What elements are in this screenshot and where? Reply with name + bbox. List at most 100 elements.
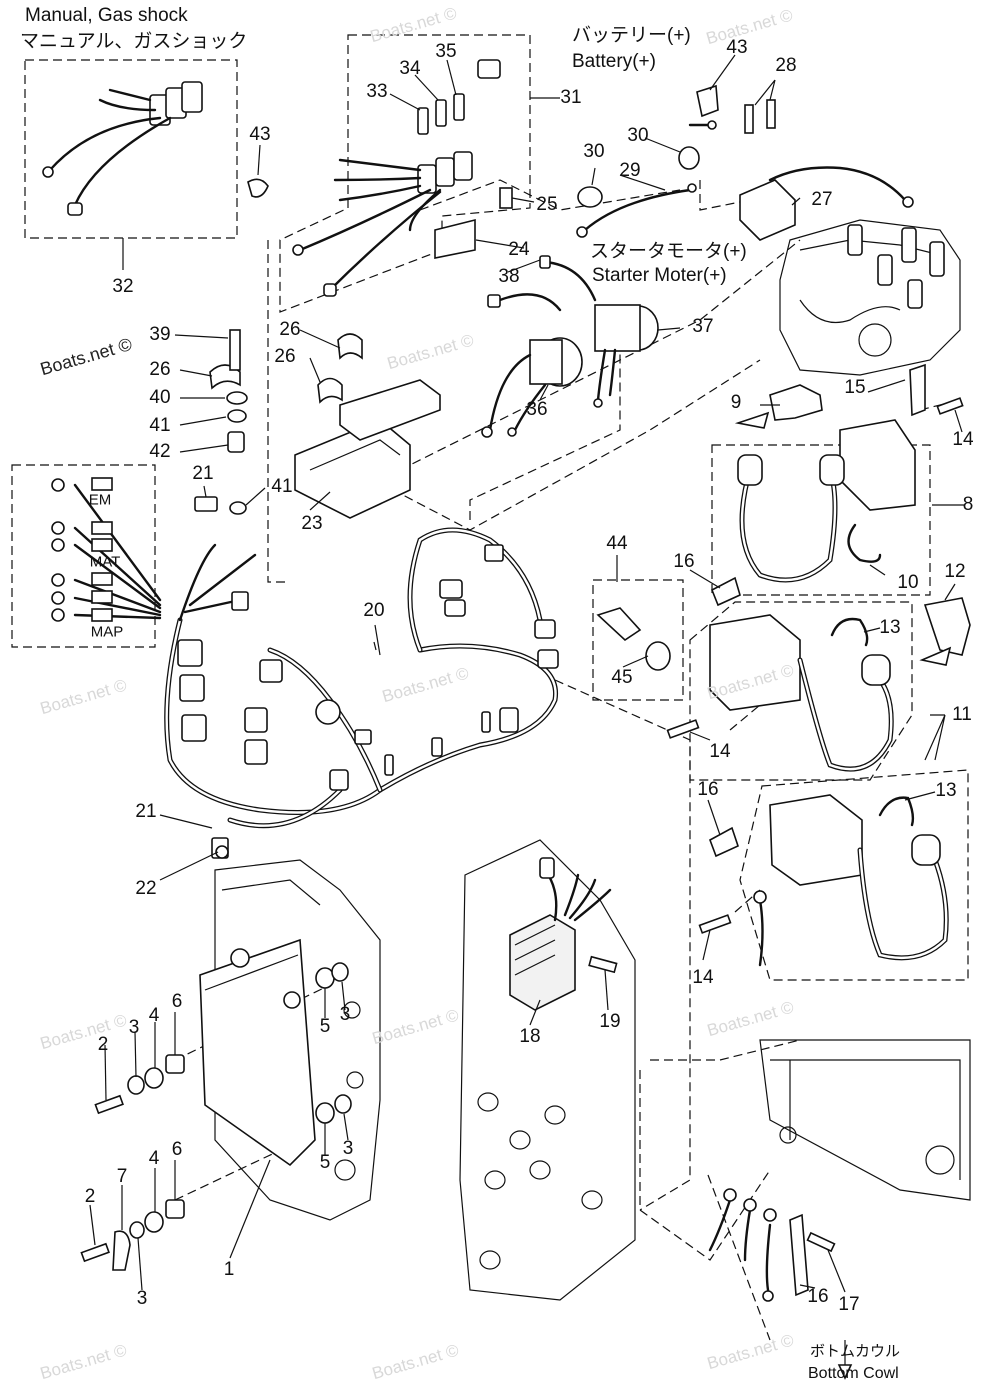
caption-manual-gas-shock-en: Manual, Gas shock xyxy=(25,5,188,26)
part-label-43-right: 43 xyxy=(726,37,748,58)
part-label-32: 32 xyxy=(112,276,134,297)
part-label-36: 36 xyxy=(526,399,548,420)
ecm-hardware xyxy=(80,962,352,1271)
guide-line xyxy=(699,180,751,211)
part-label-13-a: 13 xyxy=(879,617,901,638)
rectifier-18 xyxy=(509,857,618,1011)
washer-40 xyxy=(226,391,248,405)
part-label-18: 18 xyxy=(519,1026,541,1047)
connector-label-map: MAP xyxy=(90,623,124,641)
guide-line xyxy=(639,1070,771,1261)
part-label-30: 30 xyxy=(627,125,649,146)
part-label-21-low: 21 xyxy=(135,801,157,822)
part-label-42: 42 xyxy=(149,441,171,462)
part-label-33: 33 xyxy=(366,81,388,102)
clamp-16-mid xyxy=(709,826,739,858)
clip-43-left xyxy=(247,178,269,198)
part-label-6-lower: 6 xyxy=(171,1139,183,1160)
part-label-35: 35 xyxy=(435,41,457,62)
collar-6 xyxy=(165,1199,185,1219)
guide-line xyxy=(419,179,681,211)
holder-21 xyxy=(194,496,218,512)
guide-line xyxy=(554,679,691,1211)
bolt-19 xyxy=(588,955,618,974)
collar-42 xyxy=(227,431,245,453)
part-label-25: 25 xyxy=(536,194,558,215)
bolt-2 xyxy=(94,1094,124,1115)
guide-line xyxy=(267,240,290,583)
part-label-14-top: 14 xyxy=(952,429,974,450)
part-label-4-upper: 4 xyxy=(148,1005,160,1026)
mounting-plate-center xyxy=(459,839,636,1301)
part-label-2-upper: 2 xyxy=(97,1034,109,1055)
relay-37 xyxy=(593,304,659,408)
part-label-31: 31 xyxy=(560,87,582,108)
engine-block-bottom xyxy=(759,1039,971,1201)
part-label-14-low: 14 xyxy=(692,967,714,988)
part-label-12: 12 xyxy=(944,561,966,582)
bolt-2 xyxy=(80,1242,110,1263)
part-label-14-mid: 14 xyxy=(709,741,731,762)
ignition-coil-11a xyxy=(709,614,894,772)
part-label-23: 23 xyxy=(301,513,323,534)
bolt-28 xyxy=(744,104,754,134)
sensor-connectors xyxy=(51,477,113,622)
plug-cap-12 xyxy=(923,597,971,656)
guide-line xyxy=(707,1174,771,1341)
starter-relay-27 xyxy=(576,84,914,241)
part-label-6-upper: 6 xyxy=(171,991,183,1012)
part-label-19: 19 xyxy=(599,1011,621,1032)
clamp-16-top xyxy=(710,576,741,607)
sensor-group-box xyxy=(11,464,156,648)
ignition-coil-8 xyxy=(737,419,916,583)
part-label-43-left: 43 xyxy=(249,124,271,145)
part-label-3-d: 3 xyxy=(136,1288,148,1309)
caption-manual-gas-shock-jp: マニュアル、ガスショック xyxy=(20,31,248,52)
part-label-1: 1 xyxy=(223,1259,235,1280)
arrow-12 xyxy=(919,646,952,666)
strap-15 xyxy=(909,363,926,417)
part-label-5-upper: 5 xyxy=(319,1016,331,1037)
part-label-39: 39 xyxy=(149,324,171,345)
part-label-41-b: 41 xyxy=(271,476,293,497)
engine-block-top xyxy=(779,219,961,376)
washer-3 xyxy=(127,1075,145,1095)
part-label-8: 8 xyxy=(962,494,974,515)
cap-43 xyxy=(696,84,719,118)
caption-bottom-cowl-en: Bottom Cowl xyxy=(808,1365,899,1382)
part-label-30-left: 30 xyxy=(583,141,605,162)
group-box-44 xyxy=(592,579,684,701)
washer-3 xyxy=(129,1221,145,1239)
part-label-3-b: 3 xyxy=(339,1004,351,1025)
group-box-11b xyxy=(739,769,969,981)
bracket-24 xyxy=(434,218,476,259)
cap-30 xyxy=(678,146,700,170)
washer-3 xyxy=(331,962,349,982)
caption-battery-en: Battery(+) xyxy=(572,51,656,72)
caption-starter-motor-en: Starter Moter(+) xyxy=(592,265,727,286)
bolt-28 xyxy=(766,99,776,129)
part-label-3-c: 3 xyxy=(342,1138,354,1159)
caption-battery-jp: バッテリー(+) xyxy=(572,25,691,46)
part-label-44: 44 xyxy=(606,533,628,554)
washer-4 xyxy=(144,1067,164,1089)
leader-lines xyxy=(89,54,965,1293)
part-label-22: 22 xyxy=(135,878,157,899)
part-label-2-lower: 2 xyxy=(84,1186,96,1207)
guide-line xyxy=(354,359,761,531)
part-label-28: 28 xyxy=(775,55,797,76)
part-label-15: 15 xyxy=(844,377,866,398)
part-label-26-a: 26 xyxy=(279,319,301,340)
part-label-34: 34 xyxy=(399,58,421,79)
part-label-13-b: 13 xyxy=(935,780,957,801)
ignition-coil-11b xyxy=(769,794,949,961)
plug-cap-9 xyxy=(769,384,823,421)
relay-harness-32 xyxy=(42,81,203,216)
wire-harness-20 xyxy=(73,483,559,859)
bolt-14-mid xyxy=(666,719,700,739)
connector-label-em: EM xyxy=(88,491,112,509)
guide-line xyxy=(469,340,621,520)
part-label-16-low: 16 xyxy=(807,1286,829,1307)
part-label-45: 45 xyxy=(611,667,633,688)
